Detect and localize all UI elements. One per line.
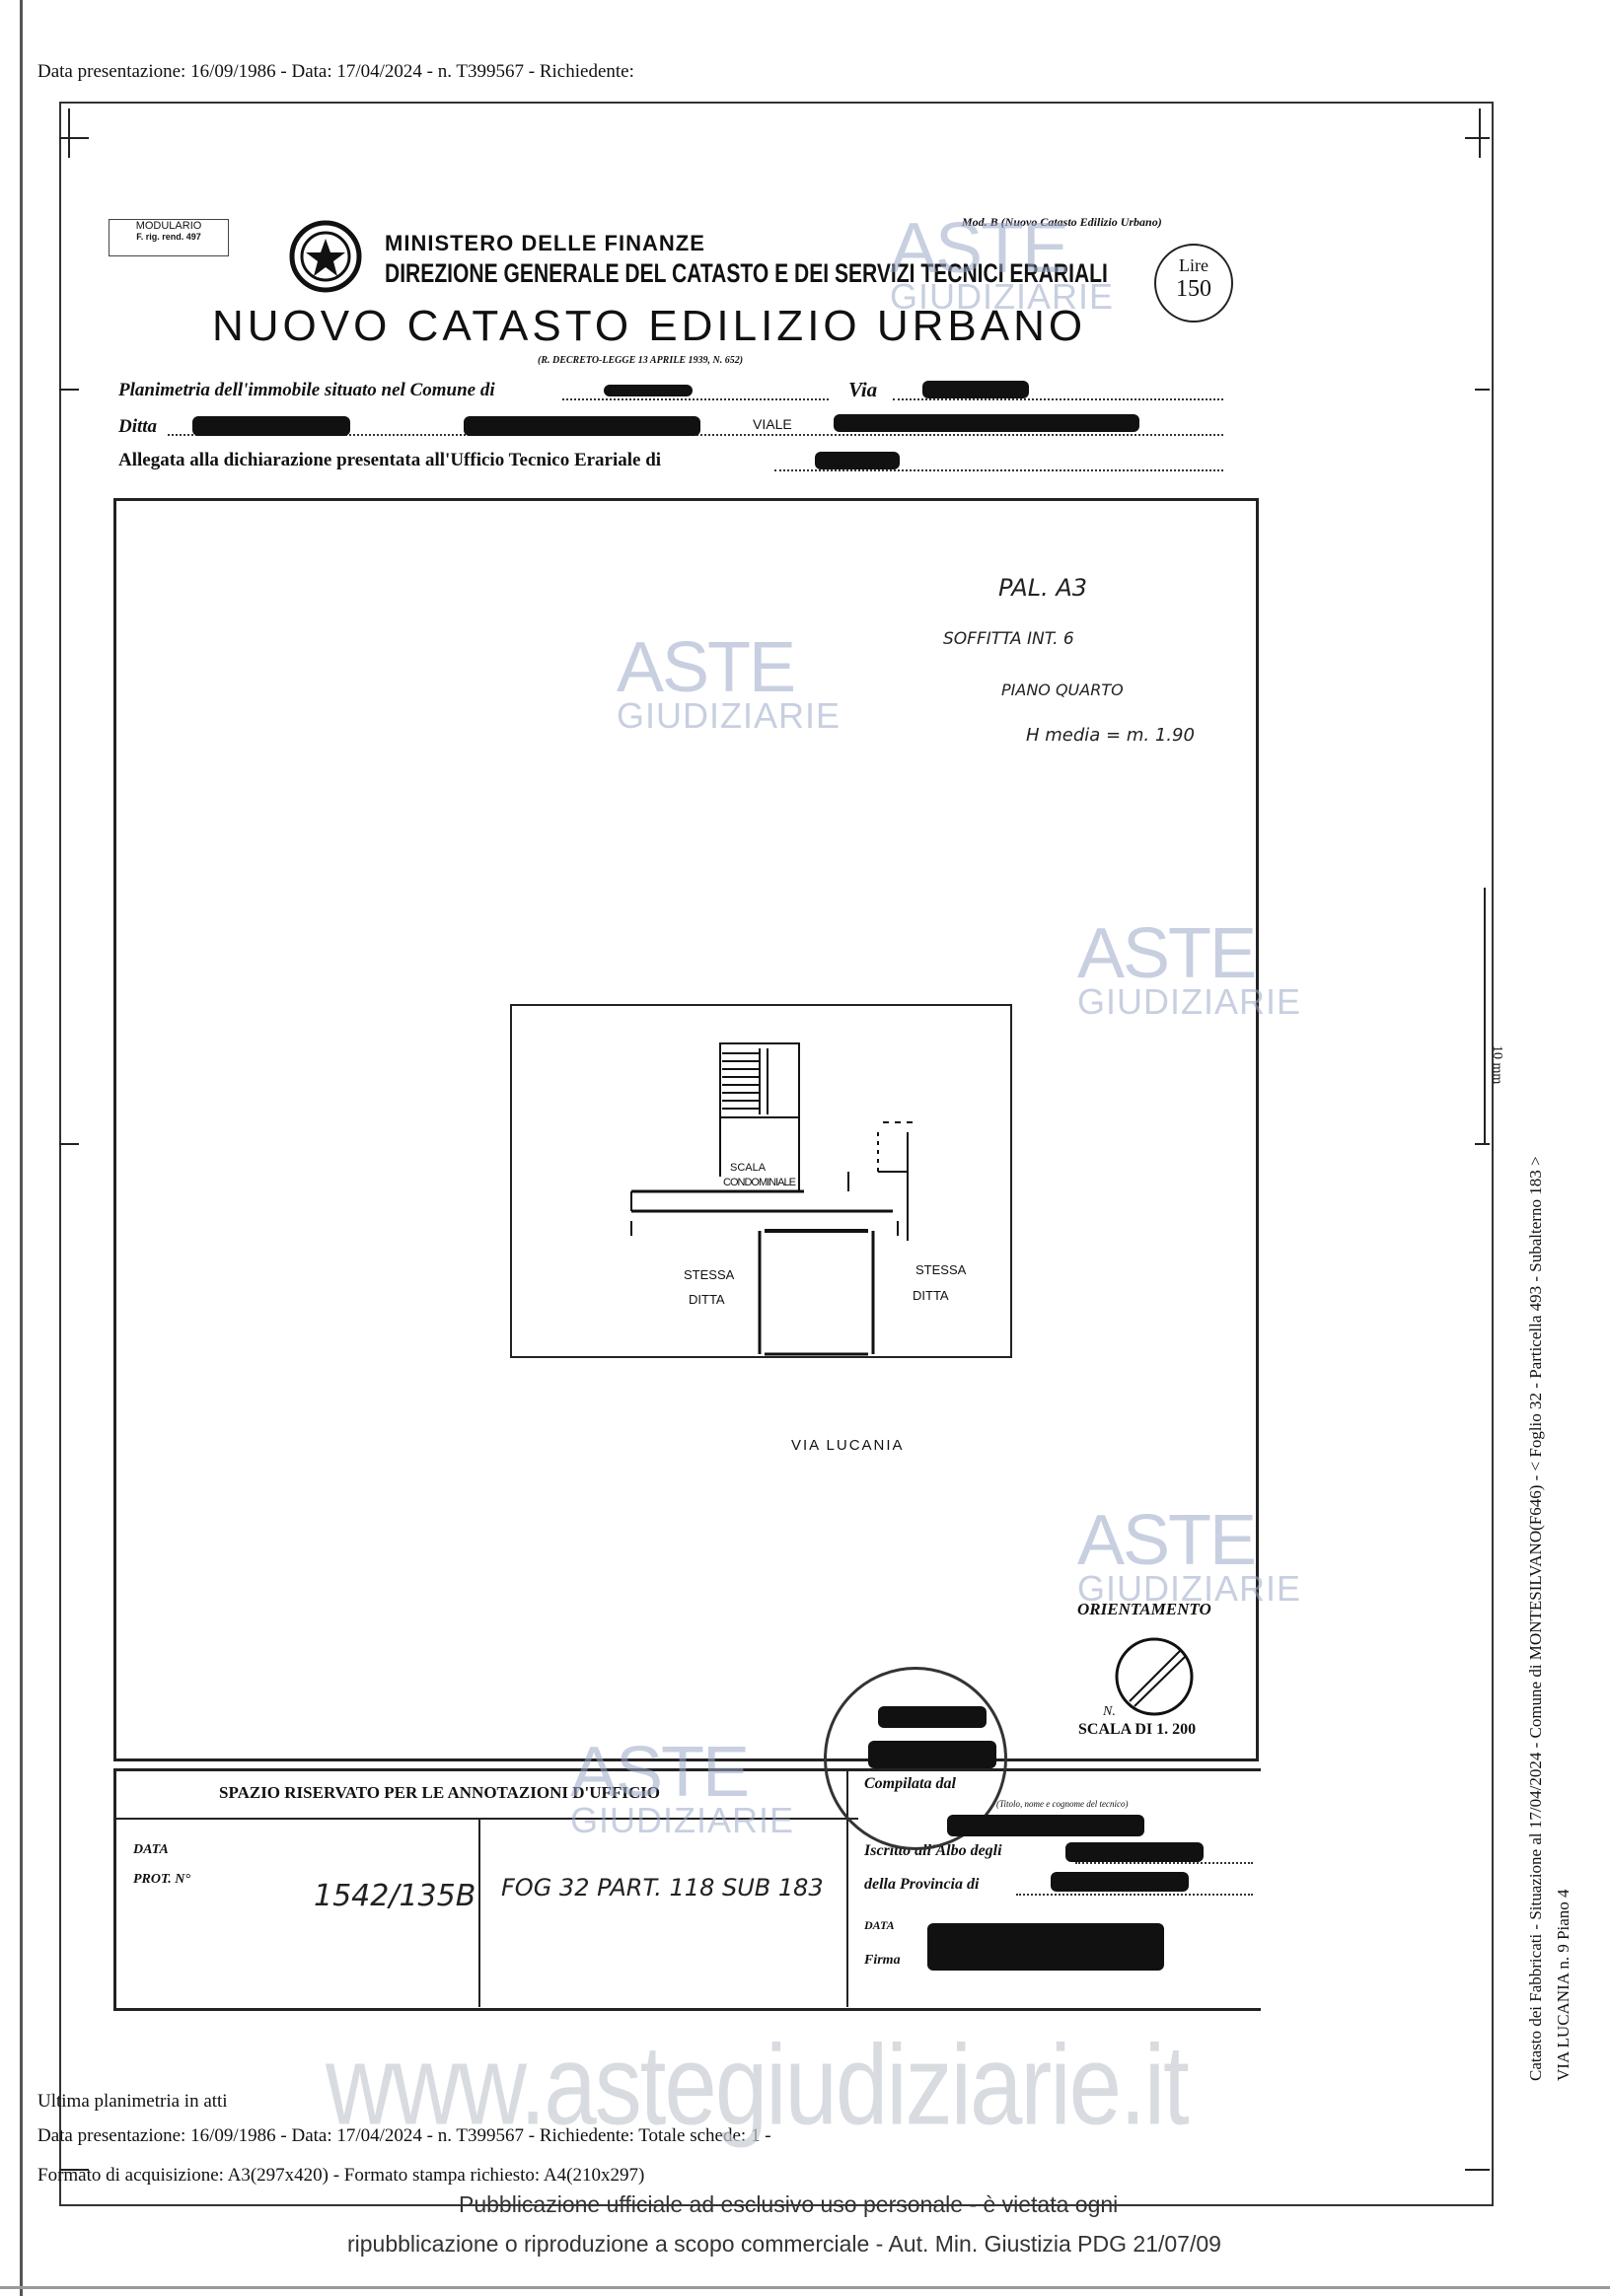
note-pal: PAL. A3 (998, 574, 1088, 602)
redaction-iscritto (1065, 1842, 1204, 1862)
footer-line2: Data presentazione: 16/09/1986 - Data: 1… (37, 2125, 771, 2146)
redaction-ditta-1 (192, 416, 350, 436)
line1-label: Planimetria dell'immobile situato nel Co… (118, 380, 495, 400)
modulario-label: MODULARIO (135, 220, 202, 232)
floor-plan-drawing (630, 1042, 917, 1356)
watermark-aste-1-giudiziarie: GIUDIZIARIE (890, 275, 1115, 317)
watermark-aste-1: ASTE GIUDIZIARIE (890, 209, 1115, 317)
north-compass-icon (1115, 1637, 1194, 1716)
modulario-sub: F. rig. rend. 497 (136, 232, 201, 242)
watermark-aste-2: ASTE GIUDIZIARIE (617, 628, 842, 736)
plan-condominiale: CONDOMINIALE (723, 1177, 796, 1188)
footer-line3: Formato di acquisizione: A3(297x420) - F… (37, 2165, 645, 2186)
office-provincia-dots (1016, 1894, 1253, 1896)
watermark-aste-3-giudiziarie: GIUDIZIARIE (1077, 980, 1302, 1022)
drawing-frame (113, 498, 1259, 1761)
line3-dots (774, 469, 1223, 471)
left-edge-line (20, 0, 23, 2296)
stessa-ditta-left-2: DITTA (689, 1292, 725, 1307)
plan-scala: SCALA (730, 1162, 767, 1174)
north-label: N. (1103, 1704, 1116, 1719)
line2-viale: VIALE (753, 416, 792, 432)
redaction-ditta-2 (464, 416, 700, 436)
emblem-icon (286, 217, 365, 296)
line1-dots (562, 398, 829, 400)
watermark-aste-1-aste: ASTE (890, 209, 1069, 288)
office-compilata-sub: (Titolo, nome e cognome del tecnico) (996, 1799, 1129, 1809)
modulario-box: MODULARIO F. rig. rend. 497 (109, 219, 229, 256)
office-prot-label: PROT. N° (133, 1872, 190, 1887)
line1-via: Via (848, 378, 878, 401)
line1-via-dots (893, 398, 1223, 400)
mod-b: Mod. B (Nuovo Catasto Edilizio Urbano) (962, 215, 1162, 229)
sheet-frame (59, 102, 1494, 2206)
line3-label: Allegata alla dichiarazione presentata a… (118, 450, 662, 470)
footer-ultima: Ultima planimetria in atti (37, 2091, 228, 2112)
via-lucania-label: VIA LUCANIA (791, 1437, 905, 1454)
footer-pub1: Pubblicazione ufficiale ad esclusivo uso… (459, 2191, 1119, 2217)
redaction-provincia (1051, 1872, 1189, 1892)
office-prot-value: 1542/135B (314, 1879, 476, 1913)
redaction-firma (927, 1923, 1164, 1971)
redaction-stamp-2 (868, 1741, 996, 1768)
watermark-aste-4-giudiziarie: GIUDIZIARIE (1077, 1567, 1302, 1609)
watermark-aste-3: ASTE GIUDIZIARIE (1077, 914, 1302, 1022)
office-header-line (113, 1818, 858, 1820)
professional-stamp-icon (824, 1667, 1007, 1850)
lire-stamp: Lire 150 (1154, 244, 1233, 323)
floor-plan-box (510, 1004, 1012, 1358)
redaction-compilata (947, 1815, 1144, 1836)
redaction-viale (834, 414, 1139, 432)
office-iscritto-dots (1075, 1862, 1253, 1864)
stessa-ditta-right-1: STESSA (915, 1262, 967, 1277)
watermark-aste-3-aste: ASTE (1077, 914, 1257, 993)
watermark-aste-2-aste: ASTE (617, 628, 796, 707)
redaction-comune (604, 385, 693, 396)
watermark-aste-4: ASTE GIUDIZIARIE (1077, 1501, 1302, 1609)
office-title: SPAZIO RISERVATO PER LE ANNOTAZIONI D'UF… (219, 1783, 660, 1802)
office-fog: FOG 32 PART. 118 SUB 183 (501, 1874, 824, 1901)
scale-label: SCALA DI 1. 200 (1078, 1721, 1197, 1738)
stessa-ditta-right-2: DITTA (913, 1288, 949, 1303)
decree-text: (R. DECRETO-LEGGE 13 APRILE 1939, N. 652… (538, 355, 744, 366)
orientation-label: ORIENTAMENTO (1077, 1600, 1211, 1618)
watermark-aste-5-aste: ASTE (570, 1733, 750, 1812)
watermark-aste-5: ASTE GIUDIZIARIE (570, 1733, 795, 1840)
office-box (113, 1768, 1261, 2011)
office-divider-1 (478, 1820, 480, 2007)
header-top: Data presentazione: 16/09/1986 - Data: 1… (37, 61, 634, 82)
directorate-title: DIREZIONE GENERALE DEL CATASTO E DEI SER… (385, 258, 1108, 288)
lire-label: Lire (1179, 255, 1208, 275)
office-provincia: della Provincia di (864, 1876, 980, 1893)
watermark-aste-4-aste: ASTE (1077, 1501, 1257, 1580)
watermark-aste-5-giudiziarie: GIUDIZIARIE (570, 1799, 795, 1840)
lire-value: 150 (1176, 276, 1211, 302)
side-catasto-text: Catasto dei Fabbricati - Situazione al 1… (1526, 1156, 1545, 2081)
watermark-aste-2-giudiziarie: GIUDIZIARIE (617, 694, 842, 736)
redaction-stamp-1 (878, 1706, 987, 1728)
redaction-ufficio (815, 452, 900, 469)
watermark-site: www.astegiudiziarie.it (326, 2022, 1190, 2149)
note-soffitta: SOFFITTA INT. 6 (943, 629, 1074, 649)
line2-label: Ditta (118, 416, 158, 437)
stessa-ditta-left-1: STESSA (684, 1267, 735, 1282)
office-data2: DATA (864, 1918, 895, 1932)
footer-pub2: ripubblicazione o riproduzione a scopo c… (347, 2231, 1221, 2257)
side-unit-text: 10 mm (1490, 1045, 1504, 1085)
office-divider-2 (846, 1770, 848, 2007)
office-firma: Firma (864, 1953, 901, 1968)
note-h: H media = m. 1.90 (1026, 725, 1195, 746)
main-title: NUOVO CATASTO EDILIZIO URBANO (212, 302, 1087, 350)
redaction-via (922, 381, 1029, 398)
side-via-text: VIA LUCANIA n. 9 Piano 4 (1554, 1889, 1573, 2081)
note-piano: PIANO QUARTO (1001, 681, 1124, 699)
office-data-label: DATA (133, 1842, 169, 1857)
bottom-edge-line (0, 2286, 1610, 2289)
ministry-title: MINISTERO DELLE FINANZE (385, 231, 705, 255)
